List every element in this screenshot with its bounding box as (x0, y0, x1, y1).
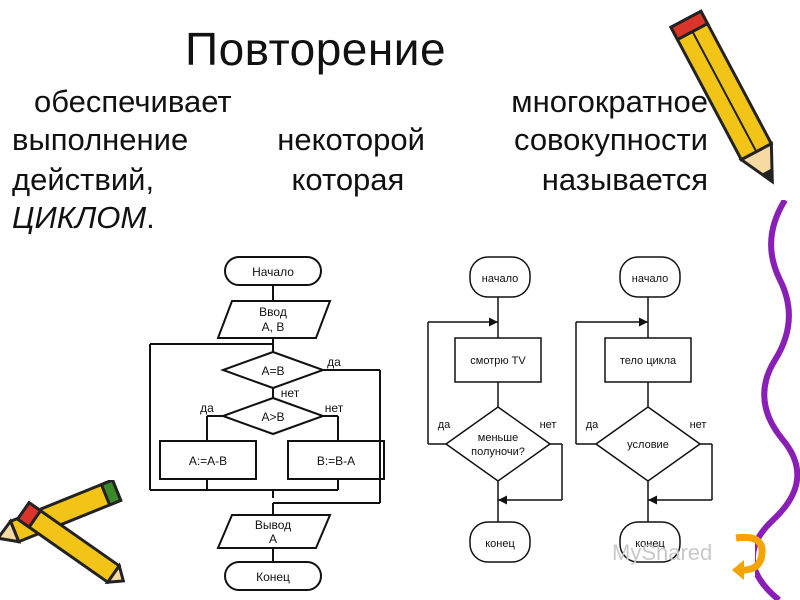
return-arrow-icon[interactable] (728, 528, 770, 580)
general-start-label: начало (632, 273, 668, 285)
general-start-terminal (619, 256, 681, 298)
action-left-label: А:=А-В (189, 454, 227, 468)
word: выполнение (12, 122, 189, 157)
word: совокупности (513, 122, 708, 157)
general-end-label: конец (635, 538, 665, 550)
output-label-1: Вывод (255, 518, 291, 532)
cond1-yes-label: да (327, 355, 341, 369)
general-cond-label: условие (627, 439, 669, 451)
cond2-label: А>В (261, 410, 284, 424)
tv-start-label: начало (482, 273, 518, 285)
start-label: Начало (252, 265, 294, 279)
paragraph-line-2: выполнение некоторой совокупности (12, 122, 708, 158)
tv-cond-label-2: полуночи? (471, 446, 525, 458)
word: называется (541, 162, 708, 197)
word: некоторой (277, 122, 425, 157)
end-terminal (224, 561, 322, 591)
word: действий, (12, 162, 155, 197)
action-right-box (287, 440, 385, 480)
cond2-diamond (220, 396, 326, 436)
cond2-yes-label: да (200, 401, 214, 415)
action-right-label: В:=В-А (317, 454, 355, 468)
pencils-icon (0, 480, 126, 585)
cond2-no-top-label: нет (281, 386, 300, 400)
flowchart-gcd: Начало Ввод А, В А=В да нет А>В да нет А… (149, 256, 385, 591)
cond2-no-label: нет (325, 401, 344, 415)
word: которая (291, 162, 405, 197)
output-parallelogram (216, 514, 332, 549)
pencil-icon (668, 9, 774, 185)
tv-body-label: смотрю TV (470, 355, 526, 367)
general-end-terminal (619, 521, 681, 563)
general-body-label: тело цикла (620, 355, 677, 367)
input-label-2: А, В (262, 320, 285, 334)
output-label-2: А (269, 532, 277, 546)
word: обеспечивает (34, 84, 232, 119)
word: многократное (511, 84, 708, 119)
tv-no-label: нет (540, 419, 557, 431)
flowchart-tv: начало смотрю TV да нет меньше полуночи?… (427, 256, 563, 563)
general-no-label: нет (690, 419, 707, 431)
period: . (146, 200, 155, 235)
input-parallelogram (216, 300, 332, 339)
flowchart-general: начало тело цикла да нет условие конец (575, 256, 713, 563)
watermark-logo: MyShared (612, 540, 712, 566)
paragraph-line-1: обеспечивает многократное (12, 84, 708, 120)
watermark-label: MyShared (612, 540, 713, 565)
input-label-1: Ввод (259, 305, 287, 319)
tv-cond-diamond (444, 406, 552, 482)
paragraph-line-4: ЦИКЛОМ. (12, 200, 708, 236)
tv-yes-label: да (438, 419, 451, 431)
slide-title: Повторение (185, 23, 447, 75)
wavy-line-icon (755, 200, 800, 600)
cycle-term: ЦИКЛОМ (12, 200, 147, 235)
paragraph-line-3: действий, которая называется (12, 162, 708, 198)
tv-end-label: конец (485, 538, 515, 550)
cond1-label: А=В (261, 364, 284, 378)
end-label: Конец (256, 570, 290, 584)
tv-start-terminal (469, 256, 531, 298)
tv-end-terminal (469, 521, 531, 563)
general-yes-label: да (586, 419, 599, 431)
tv-cond-label-1: меньше (478, 432, 518, 444)
